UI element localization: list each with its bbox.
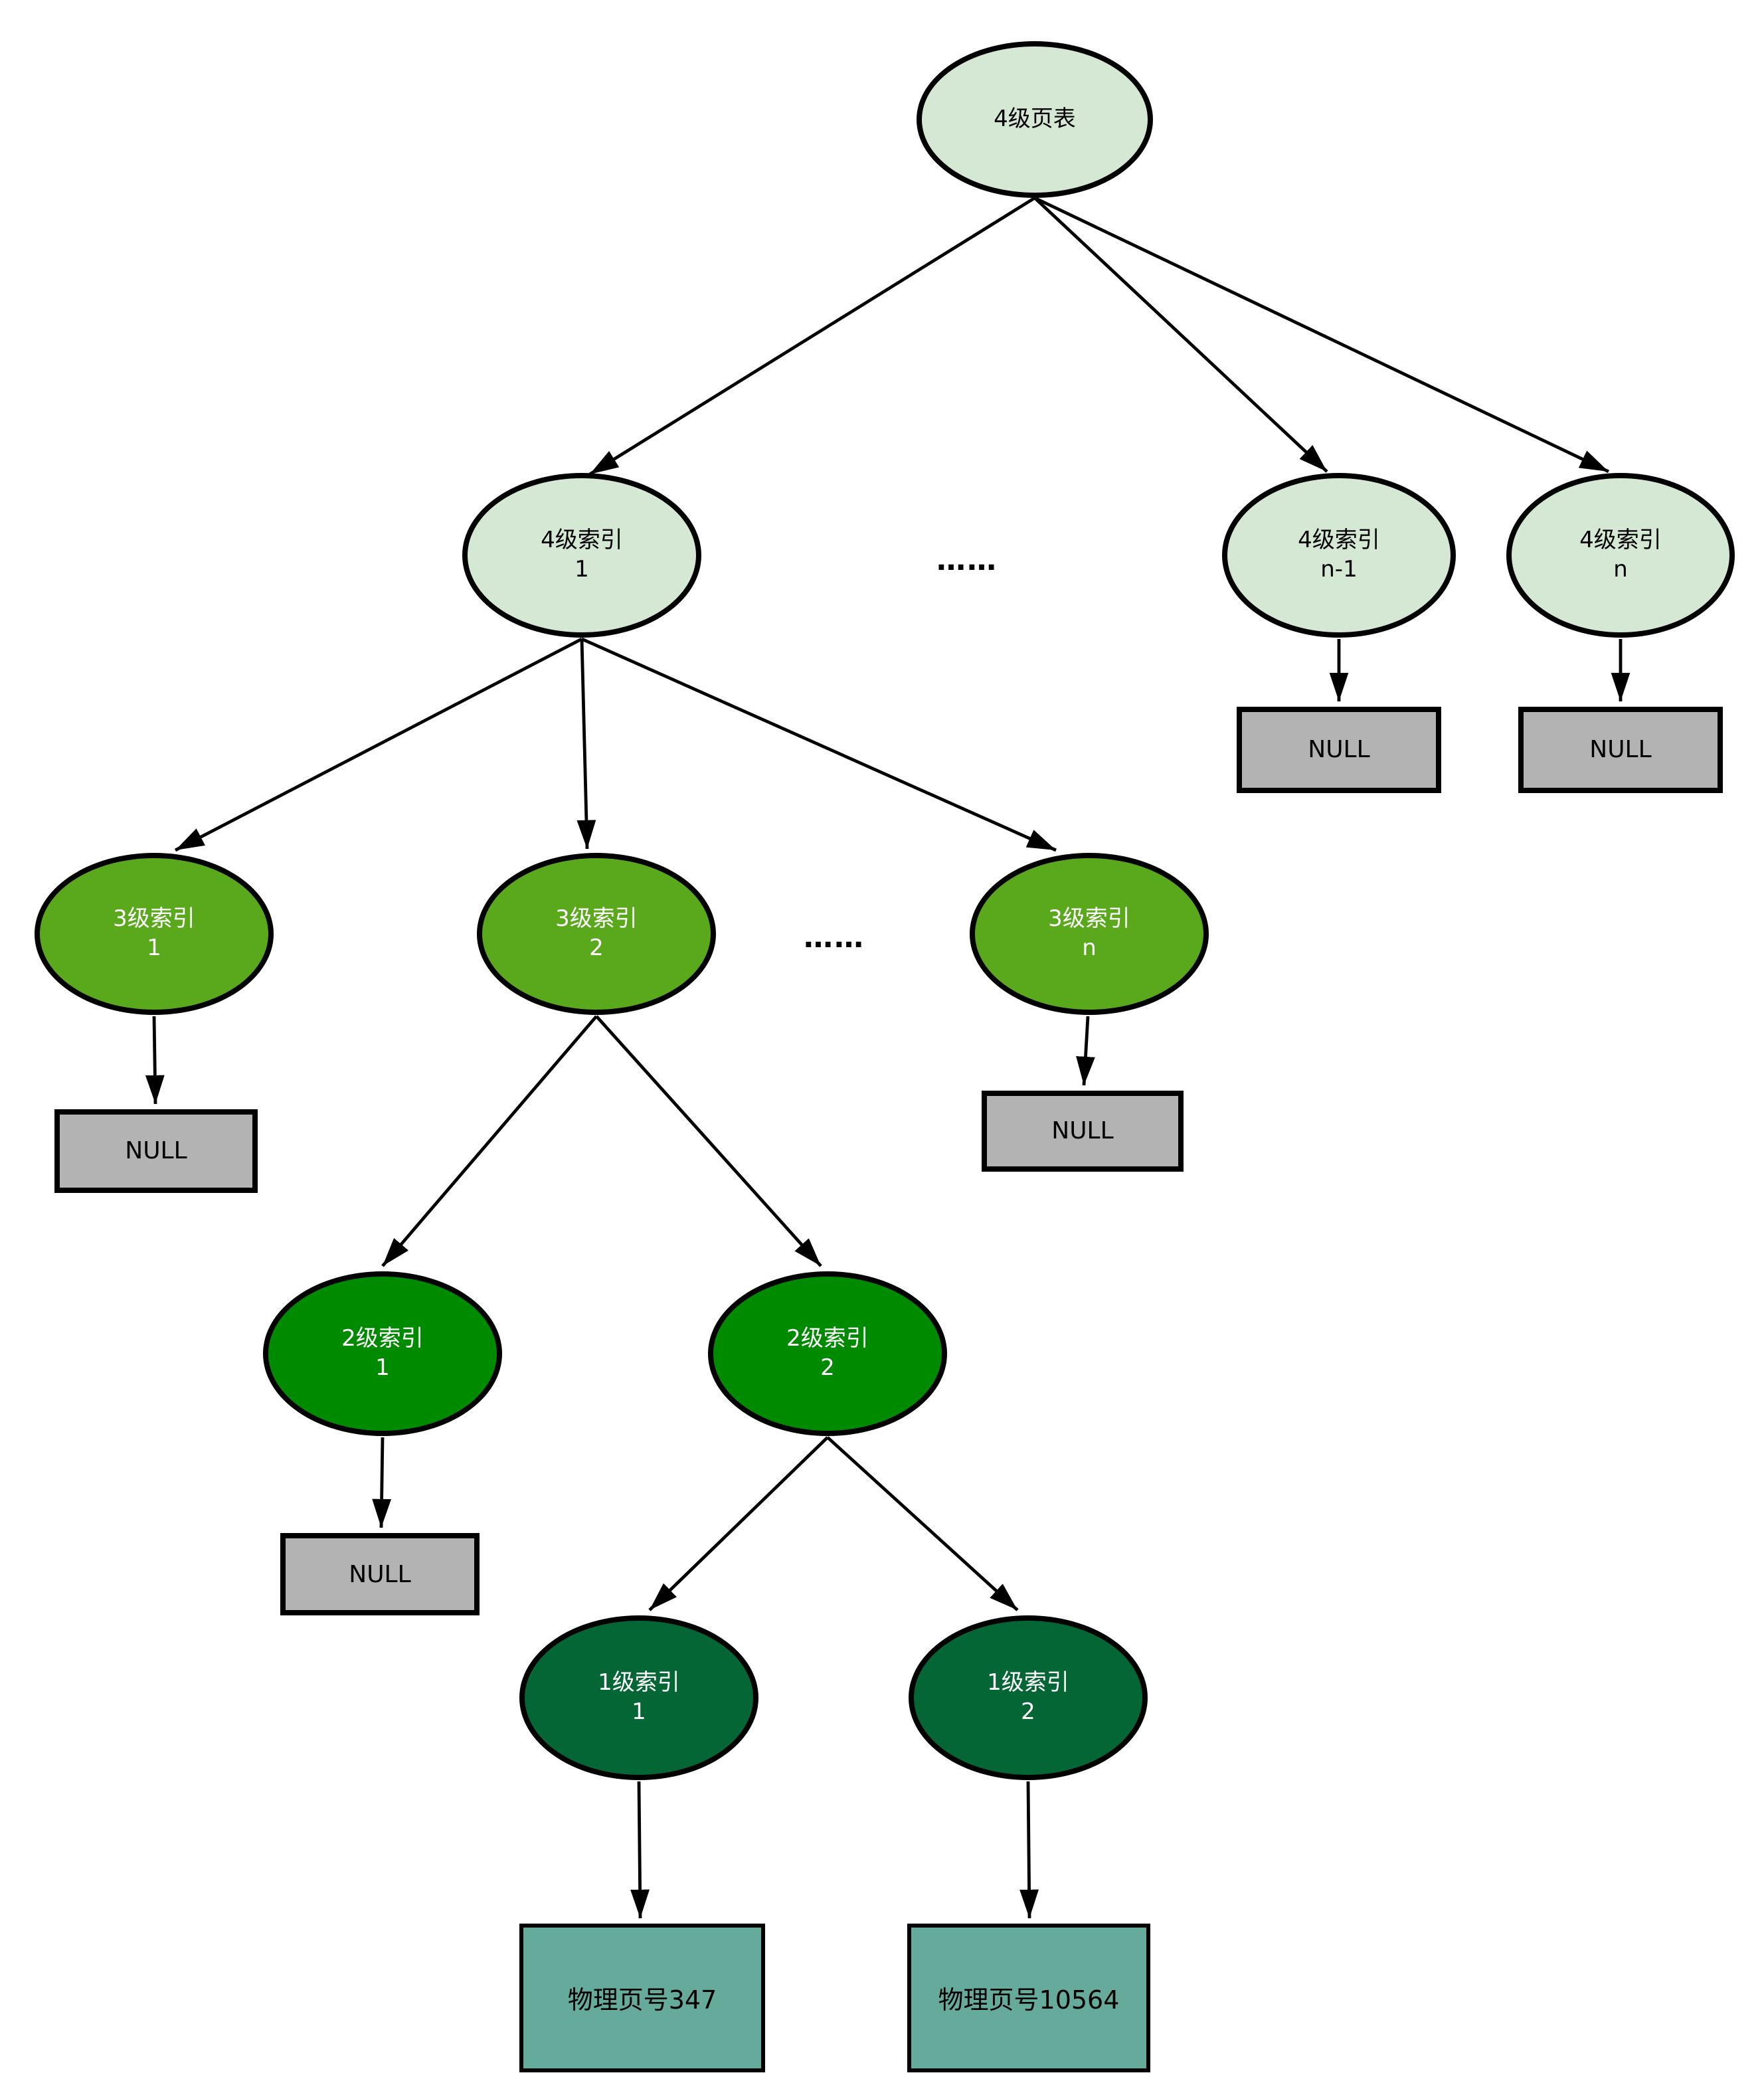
null-label: NULL xyxy=(1051,1117,1114,1145)
edge-l3-2-to-l2-1 xyxy=(381,1015,598,1267)
edge-l2-2-to-l1-1 xyxy=(648,1436,829,1611)
null-box-l2-1: NULL xyxy=(280,1533,480,1615)
physical-page-label: 物理页号347 xyxy=(567,1985,717,2015)
edge-l3-n-to-null xyxy=(1076,1016,1095,1086)
edge-root-to-l4-1 xyxy=(588,196,1036,476)
edge-root-to-l4-n1 xyxy=(1033,197,1328,473)
null-box-l3-1: NULL xyxy=(54,1109,258,1193)
edge-root-to-l4-n xyxy=(1033,196,1610,474)
edge-l2-2-to-l1-2 xyxy=(826,1436,1019,1611)
physical-page-box-347: 物理页号347 xyxy=(519,1924,765,2072)
node-label: 4级页表 xyxy=(994,106,1076,133)
edge-l4-1-to-l3-n xyxy=(581,637,1057,852)
physical-page-label: 物理页号10564 xyxy=(938,1985,1120,2015)
edge-l3-1-to-null xyxy=(145,1016,165,1105)
physical-page-box-10564: 物理页号10564 xyxy=(907,1924,1150,2072)
ellipsis-level4-row: …… xyxy=(936,545,998,578)
edge-l3-2-to-l2-2 xyxy=(595,1015,822,1267)
edge-l1-1-to-phy-347 xyxy=(630,1781,650,1919)
null-label: NULL xyxy=(125,1137,187,1165)
null-label: NULL xyxy=(1308,736,1370,764)
node-l4-page-table: 4级页表 xyxy=(917,41,1153,198)
ellipsis-level3-row: …… xyxy=(804,922,865,955)
edge-l2-1-to-null xyxy=(372,1437,392,1528)
null-box-l3-n: NULL xyxy=(982,1091,1184,1172)
null-label: NULL xyxy=(349,1560,411,1588)
edge-l4-1-to-l3-2 xyxy=(576,638,596,850)
null-box-l4-n: NULL xyxy=(1518,707,1723,793)
edge-l4-1-to-l3-1 xyxy=(174,637,583,852)
null-box-l4-n-1: NULL xyxy=(1237,707,1441,793)
edge-l1-2-to-phy-10564 xyxy=(1019,1781,1039,1919)
null-label: NULL xyxy=(1589,736,1652,764)
